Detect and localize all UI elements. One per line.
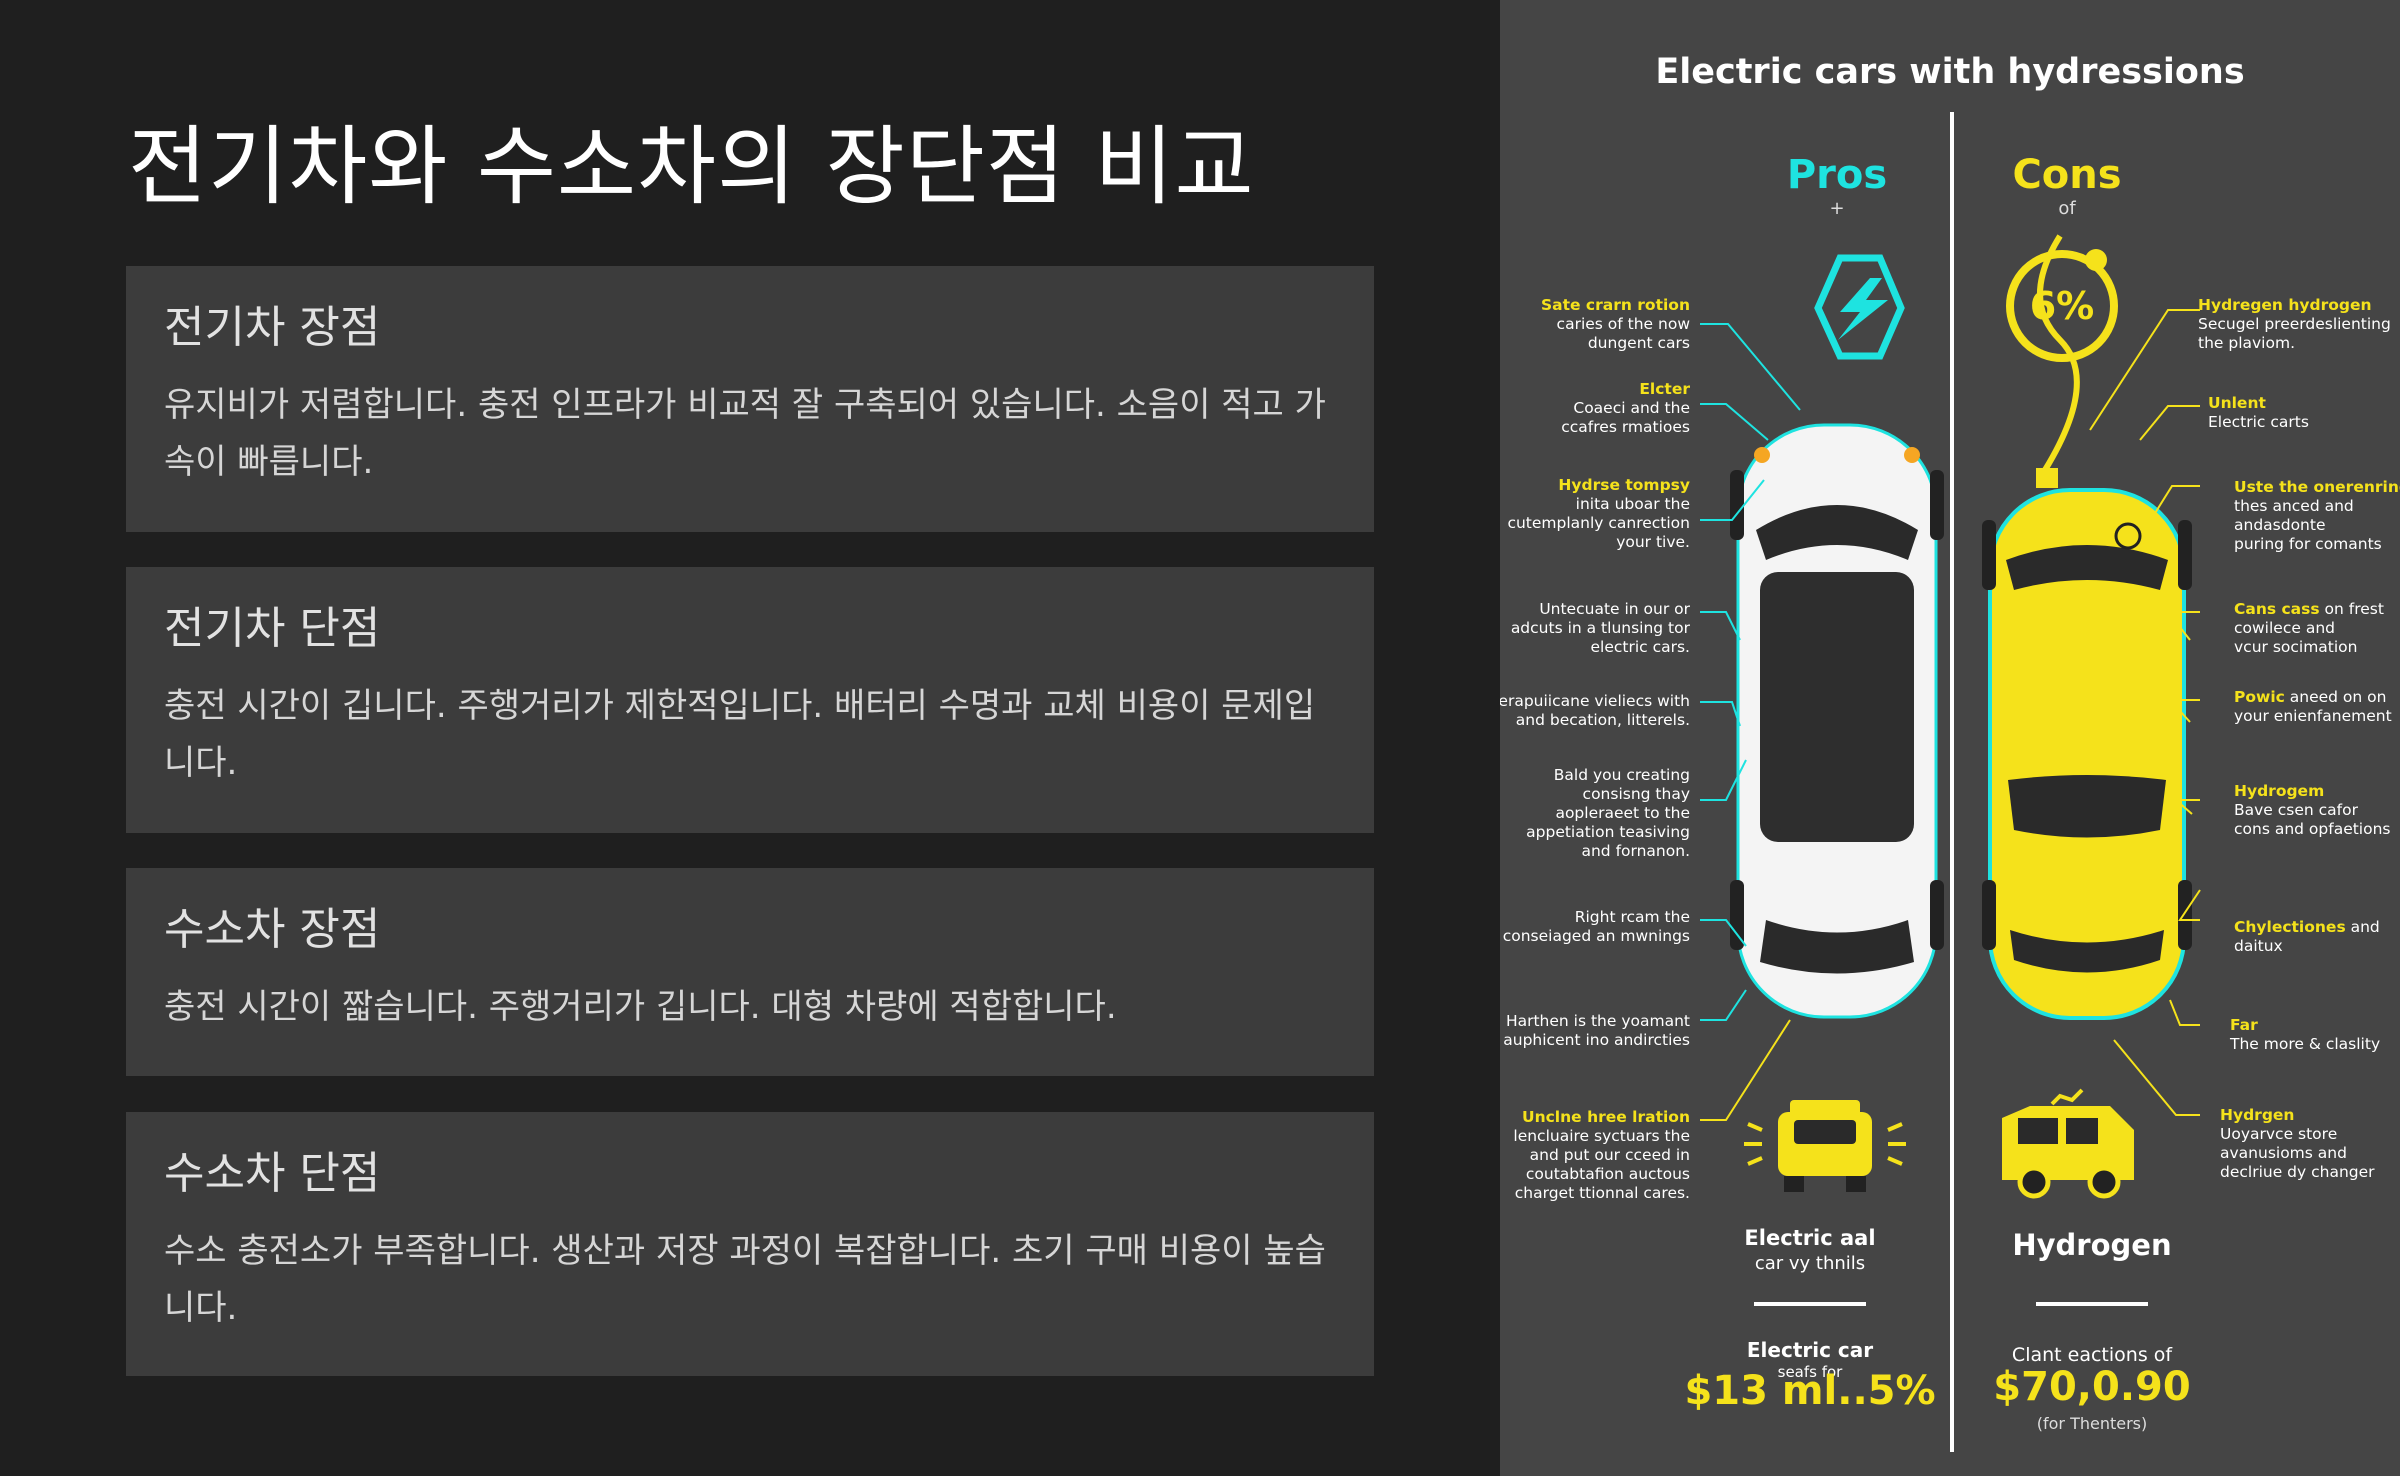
lightning-hexagon-icon	[1814, 254, 1905, 360]
card-title: 수소차 단점	[164, 1148, 381, 1199]
right-callout: Chylectiones and daitux	[2234, 918, 2380, 955]
cons-heading: Cons	[2012, 152, 2122, 198]
card-title: 수소차 장점	[164, 904, 381, 955]
card-ev-cons: 전기차 단점 충전 시간이 깁니다. 주행거리가 제한적입니다. 배터리 수명과…	[126, 567, 1374, 833]
card-body: 충전 시간이 깁니다. 주행거리가 제한적입니다. 배터리 수명과 교체 비용이…	[164, 685, 1316, 783]
right-connectors	[2089, 309, 2201, 1116]
right-callout: Powic aneed on on your enienfanement	[2234, 688, 2392, 725]
hydrogen-price-caption: Clant eactions of	[2011, 1344, 2173, 1366]
card-body: 수소 충전소가 부족합니다. 생산과 저장 과정이 복잡합니다. 초기 구매 비…	[164, 1230, 1326, 1328]
electric-price-caption: Electric car seafs for	[1746, 1338, 1874, 1381]
cons-subheading: of	[2058, 198, 2076, 219]
hydrogen-price-note: (for Thenters)	[2036, 1414, 2148, 1433]
card-fcev-cons: 수소차 단점 수소 충전소가 부족합니다. 생산과 저장 과정이 복잡합니다. …	[126, 1112, 1374, 1376]
percent-badge-icon	[2006, 249, 2118, 362]
card-ev-pros: 전기차 장점 유지비가 저렴합니다. 충전 인프라가 비교적 잘 구축되어 있습…	[126, 266, 1374, 532]
infographic-title: Electric cars with hydressions	[1655, 52, 2245, 92]
hydrogen-label: Hydrogen	[2012, 1228, 2172, 1262]
slide-title: 전기차와 수소차의 장단점 비교	[128, 117, 1255, 217]
right-callout: Far The more & claslity	[2230, 1016, 2381, 1053]
infographic-drawing	[1700, 112, 2201, 1452]
slide-panel: 전기차와 수소차의 장단점 비교 전기차 장점 유지비가 저렴합니다. 충전 인…	[126, 117, 1374, 1376]
card-body: 충전 시간이 짧습니다. 주행거리가 깁니다. 대형 차량에 적합합니다.	[164, 986, 1117, 1027]
right-callout: Hydregen hydrogen Secugel preerdeslienti…	[2198, 296, 2391, 352]
card-body: 유지비가 저렴합니다. 충전 인프라가 비교적 잘 구축되어 있습니다. 소음이…	[164, 384, 1326, 482]
left-connectors	[1700, 323, 1801, 1121]
hydrogen-price: $70,0.90	[1993, 1364, 2191, 1410]
pros-subheading: +	[1829, 198, 1845, 219]
card-fcev-pros: 수소차 장점 충전 시간이 짧습니다. 주행거리가 깁니다. 대형 차량에 적합…	[126, 868, 1374, 1076]
percent-badge-text: 6%	[2029, 284, 2095, 328]
hydrogen-van-icon	[2002, 1088, 2134, 1199]
white-electric-car	[1730, 423, 1944, 1019]
electric-price: $13 ml..5%	[1684, 1368, 1936, 1414]
electric-car-label: Electric aal car vy thnils	[1744, 1226, 1876, 1274]
card-title: 전기차 단점	[164, 603, 381, 654]
small-electric-car-icon	[1744, 1100, 1906, 1192]
card-title: 전기차 장점	[164, 302, 381, 353]
yellow-hydrogen-car	[1982, 234, 2192, 1020]
left-callout: Unclne hree lration lencluaire syctuars …	[1513, 1108, 1690, 1202]
right-callout: Unlent Electric carts	[2208, 394, 2309, 431]
pros-heading: Pros	[1786, 152, 1888, 198]
infographic-image: Electric cars with hydressions Pros + Co…	[1500, 0, 2400, 1476]
